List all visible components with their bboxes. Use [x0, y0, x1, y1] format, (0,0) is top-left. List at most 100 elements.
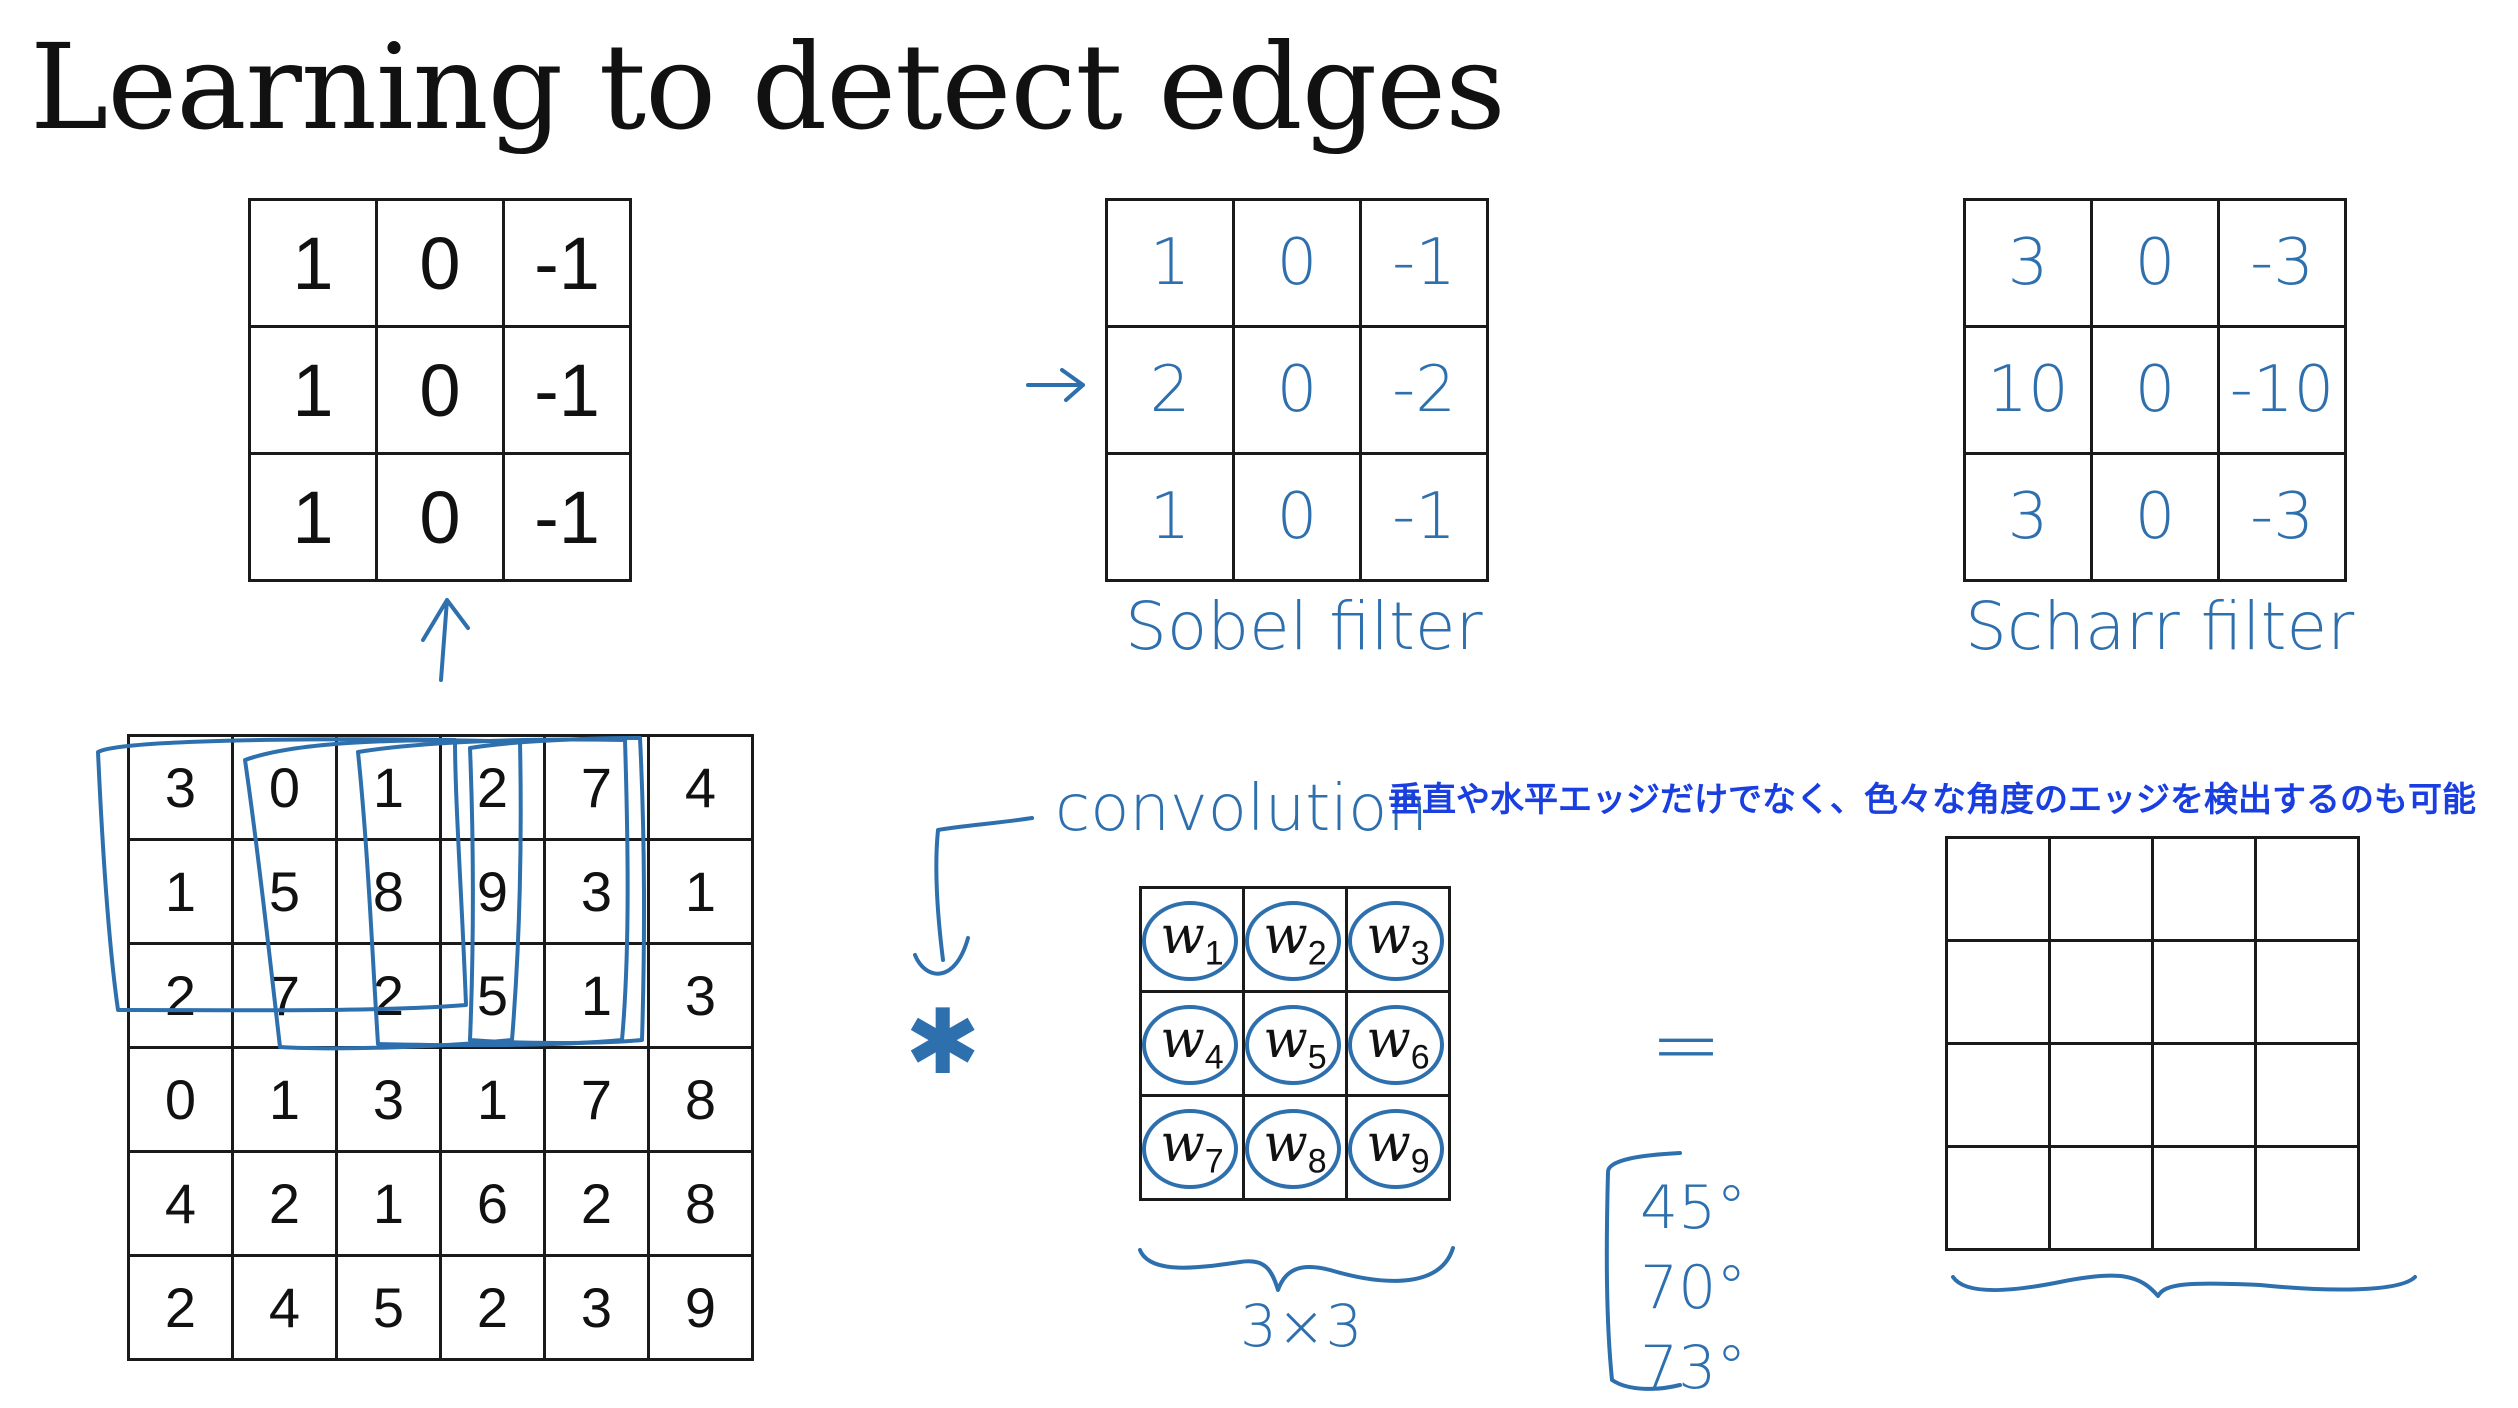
weight-cell: w2: [1242, 886, 1348, 993]
input-image-cell: 2: [127, 1254, 234, 1361]
output-row: [1945, 1145, 2360, 1251]
vertical-filter-cell: 0: [375, 198, 505, 328]
output-cell: [2048, 1145, 2154, 1251]
input-image-cell: 1: [335, 1150, 442, 1257]
input-image-cell: 3: [543, 1254, 650, 1361]
weight-cell: w1: [1139, 886, 1245, 993]
sobel-cell: 2: [1105, 325, 1235, 455]
output-cell: [2048, 836, 2154, 942]
vertical-filter-cell: 0: [375, 325, 505, 455]
scharr-cell: 10: [1963, 325, 2093, 455]
input-image-cell: 5: [335, 1254, 442, 1361]
vertical-filter-cell: -1: [502, 325, 632, 455]
output-cell: [1945, 1042, 2051, 1148]
input-image-cell: 4: [647, 734, 754, 841]
output-cell: [2151, 836, 2257, 942]
vertical-filter-cell: 1: [248, 198, 378, 328]
output-cell: [2151, 939, 2257, 1045]
input-image-cell: 2: [439, 734, 546, 841]
output-row: [1945, 836, 2360, 942]
output-brace: [1951, 1273, 2417, 1298]
input-image-cell: 5: [231, 838, 338, 945]
sobel-cell: -2: [1359, 325, 1489, 455]
angle-list: 45° 70° 73°: [1640, 1168, 1746, 1408]
scharr-filter-label: Scharr filter: [1965, 588, 2355, 665]
output-cell: [2254, 939, 2360, 1045]
input-image-cell: 1: [543, 942, 650, 1049]
input-image-cell: 2: [543, 1150, 650, 1257]
input-image-cell: 6: [439, 1150, 546, 1257]
input-image-cell: 7: [231, 942, 338, 1049]
input-image-cell: 3: [335, 1046, 442, 1153]
input-image-cell: 8: [647, 1150, 754, 1257]
weight-cell: w8: [1242, 1094, 1348, 1201]
output-cell: [2048, 1042, 2154, 1148]
input-image-cell: 8: [335, 838, 442, 945]
scharr-cell: -3: [2217, 198, 2347, 328]
output-cell: [2151, 1145, 2257, 1251]
scharr-cell: -10: [2217, 325, 2347, 455]
output-cell: [2254, 836, 2360, 942]
slide-title: Learning to detect edges: [30, 18, 1506, 156]
angle-item: 70°: [1640, 1253, 1747, 1323]
vertical-filter-cell: 0: [375, 452, 505, 582]
vertical-filter-cell: -1: [502, 198, 632, 328]
equals-sign: =: [1650, 995, 1723, 1095]
input-image-cell: 1: [439, 1046, 546, 1153]
output-cell: [1945, 939, 2051, 1045]
input-image-cell: 5: [439, 942, 546, 1049]
convolution-operator-icon: ✱: [905, 990, 981, 1095]
sobel-cell: 1: [1105, 198, 1235, 328]
input-image-cell: 3: [543, 838, 650, 945]
output-cell: [1945, 1145, 2051, 1251]
right-arrow-icon: [1026, 368, 1085, 402]
vertical-filter-cell: -1: [502, 452, 632, 582]
sobel-cell: -1: [1359, 452, 1489, 582]
input-image-cell: 1: [231, 1046, 338, 1153]
weight-cell: w3: [1345, 886, 1451, 993]
sobel-filter-label: Sobel filter: [1125, 588, 1483, 665]
input-image-cell: 8: [647, 1046, 754, 1153]
weight-cell: w7: [1139, 1094, 1245, 1201]
input-image-cell: 2: [439, 1254, 546, 1361]
scharr-cell: 0: [2090, 325, 2220, 455]
output-matrix: [1945, 836, 2360, 1251]
sobel-cell: 0: [1232, 452, 1362, 582]
scharr-cell: 0: [2090, 198, 2220, 328]
input-image-cell: 9: [647, 1254, 754, 1361]
weight-cell: w4: [1139, 990, 1245, 1097]
input-image-cell: 2: [335, 942, 442, 1049]
input-image-cell: 1: [647, 838, 754, 945]
angle-item: 45°: [1640, 1173, 1747, 1243]
weight-cell: w9: [1345, 1094, 1451, 1201]
output-cell: [2151, 1042, 2257, 1148]
up-arrow-icon: [421, 598, 470, 682]
input-image-cell: 2: [231, 1150, 338, 1257]
output-cell: [1945, 836, 2051, 942]
weight-cell: w6: [1345, 990, 1451, 1097]
input-image-cell: 3: [647, 942, 754, 1049]
output-row: [1945, 939, 2360, 1045]
input-image-cell: 1: [127, 838, 234, 945]
translation-caption: 垂直や水平エッジだけでなく、色々な角度のエッジを検出するのも可能: [1388, 780, 2476, 820]
scharr-cell: 3: [1963, 452, 2093, 582]
sobel-cell: -1: [1359, 198, 1489, 328]
